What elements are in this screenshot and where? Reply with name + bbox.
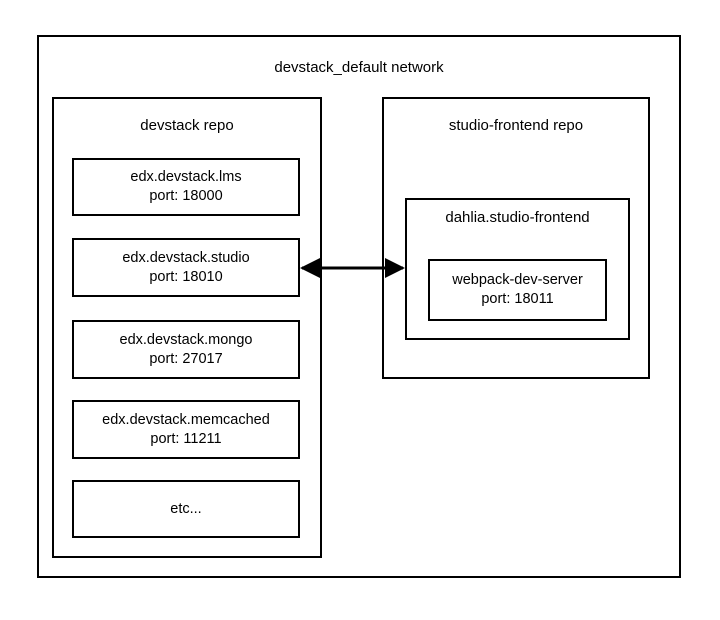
service-box-mongo: edx.devstack.mongo port: 27017 xyxy=(72,320,300,379)
service-box-lms: edx.devstack.lms port: 18000 xyxy=(72,158,300,216)
service-box-etc: etc... xyxy=(72,480,300,538)
group-studio-frontend-repo-label: studio-frontend repo xyxy=(448,117,584,134)
service-name: edx.devstack.lms xyxy=(130,169,242,185)
service-name: etc... xyxy=(170,500,202,517)
service-box-webpack-dev-server: webpack-dev-server port: 18011 xyxy=(428,259,607,321)
service-name: edx.devstack.studio xyxy=(122,249,250,266)
service-box-studio: edx.devstack.studio port: 18010 xyxy=(72,238,300,297)
service-port: port: 18011 xyxy=(481,291,554,307)
service-box-memcached: edx.devstack.memcached port: 11211 xyxy=(72,400,300,459)
service-name: edx.devstack.mongo xyxy=(119,331,253,348)
service-port: port: 18000 xyxy=(149,188,223,204)
service-port: port: 27017 xyxy=(149,350,223,367)
network-title: devstack_default network xyxy=(274,59,444,76)
service-port: port: 18010 xyxy=(149,268,223,285)
service-port: port: 11211 xyxy=(150,430,222,447)
service-name: edx.devstack.memcached xyxy=(102,411,270,428)
service-name: webpack-dev-server xyxy=(452,272,583,288)
group-devstack-repo-label: devstack repo xyxy=(140,117,234,134)
container-dahlia-label: dahlia.studio-frontend xyxy=(445,209,590,226)
